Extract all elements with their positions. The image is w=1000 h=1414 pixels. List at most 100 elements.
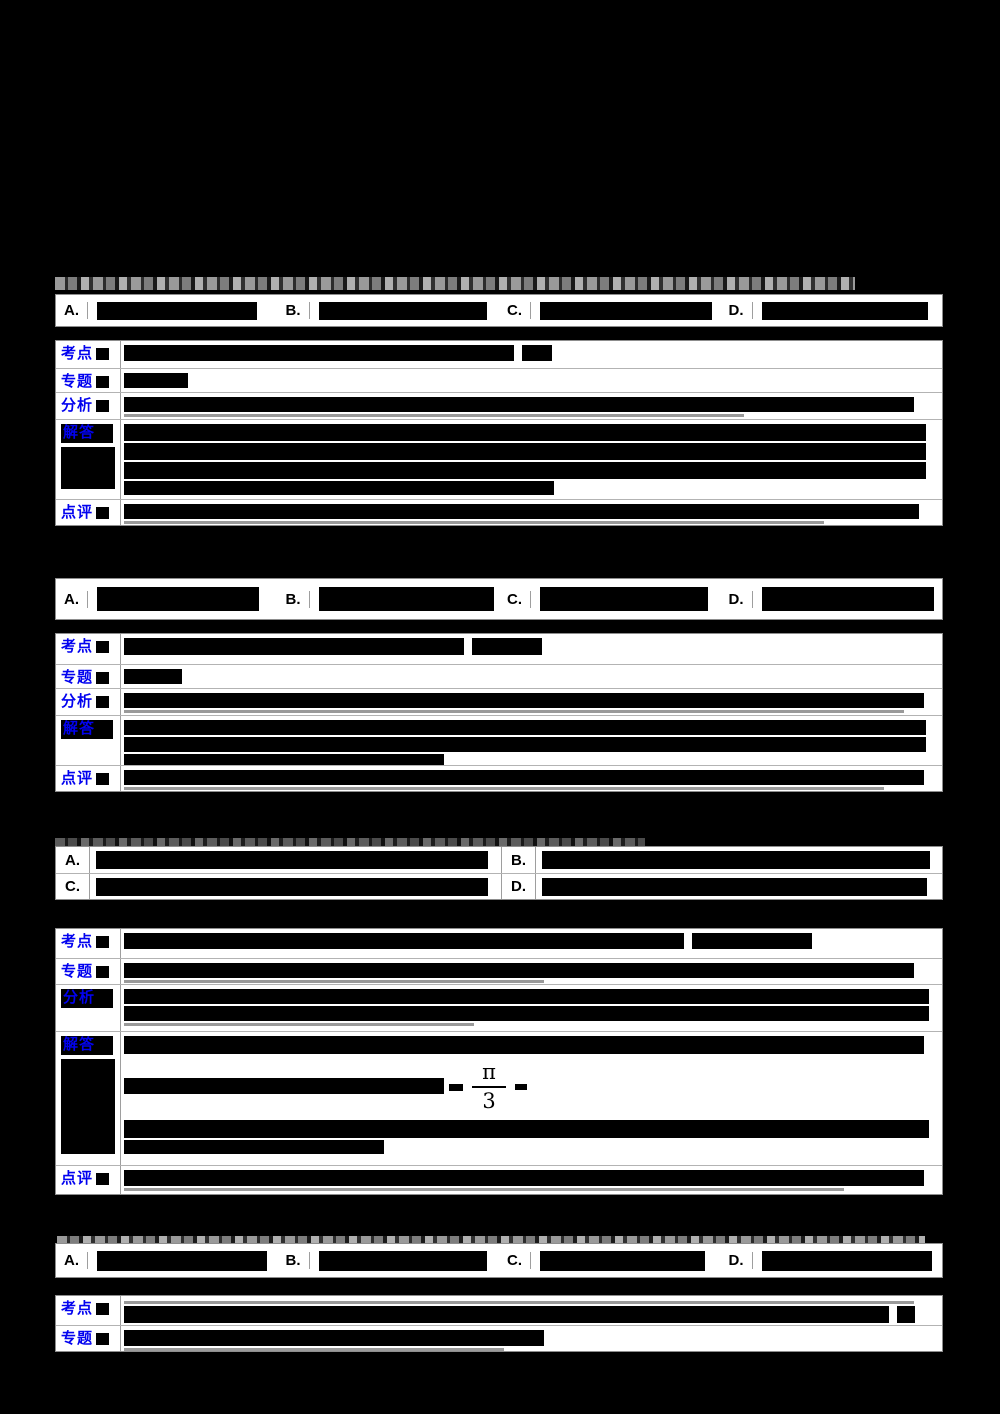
label-cell: 解答: [56, 1032, 121, 1165]
redacted-text: [124, 373, 188, 388]
fraction-pi-over-3: π 3: [468, 1060, 510, 1114]
equals-smudge: [449, 1083, 463, 1091]
option-c-letter: C.: [505, 1252, 531, 1269]
zhuanti-label: 专题: [61, 669, 94, 686]
redacted-text: [761, 1250, 932, 1271]
label-cell: 考点: [56, 929, 121, 958]
row-jieda: 解答 π 3: [56, 1031, 942, 1165]
fenxi-label: 分析: [61, 397, 94, 414]
option-a: A.: [56, 295, 278, 326]
label-cell: 点评: [56, 500, 121, 525]
redacted-text: [522, 345, 552, 361]
zhuanti-label: 专题: [61, 963, 94, 980]
option-c-letter: C.: [56, 874, 90, 899]
redacted-text: [540, 587, 708, 611]
colon-smudge: [96, 696, 110, 709]
redacted-text: [97, 1250, 267, 1271]
redacted-text: [124, 1306, 889, 1323]
option-d: D.: [721, 295, 943, 326]
kaodian-label: 考点: [61, 345, 94, 362]
question-stem-redacted: [55, 277, 855, 290]
row-fenxi: 分析: [56, 984, 942, 1031]
label-cell: 分析: [56, 393, 121, 419]
fraction-denominator: 3: [482, 1089, 496, 1113]
content-cell: π 3: [121, 1032, 942, 1165]
option-a-letter: A.: [62, 1252, 88, 1269]
label-cell: 专题: [56, 369, 121, 392]
colon-smudge: [96, 1333, 110, 1346]
option-b: B.: [278, 579, 500, 619]
redacted-text: [124, 754, 444, 765]
redacted-text: [124, 933, 684, 949]
label-cell: 专题: [56, 959, 121, 984]
redacted-text: [124, 345, 514, 361]
redacted-text-faint: [124, 980, 544, 983]
redacted-text: [542, 851, 930, 869]
choice-grid: A. B. C. D.: [55, 846, 943, 900]
redacted-text: [540, 1250, 705, 1271]
row-kaodian: 考点: [56, 634, 942, 664]
redacted-text: [124, 1170, 924, 1186]
choice-row-4: A. B. C. D.: [55, 1243, 943, 1278]
dianping-label: 点评: [61, 504, 94, 521]
row-zhuanti: 专题: [56, 368, 942, 392]
row-zhuanti: 专题: [56, 958, 942, 984]
dianping-label: 点评: [61, 770, 94, 787]
content-cell: [121, 665, 942, 688]
solution-table-2: 考点 专题 分析 解答: [55, 633, 943, 792]
redacted-text: [97, 301, 257, 320]
option-c: C.: [499, 295, 721, 326]
redacted-text: [124, 1036, 924, 1054]
row-fenxi: 分析: [56, 688, 942, 715]
label-cell: 解答: [56, 716, 121, 765]
label-cell: 分析: [56, 689, 121, 715]
redacted-text: [61, 446, 115, 489]
fraction-bar: [472, 1086, 506, 1088]
content-cell: [121, 1326, 942, 1351]
content-cell: [121, 393, 942, 419]
redacted-text: [124, 1120, 929, 1138]
redacted-text: [124, 443, 926, 460]
redacted-text: [318, 301, 487, 320]
row-kaodian: 考点: [56, 929, 942, 958]
row-zhuanti: 专题: [56, 664, 942, 688]
redacted-text: [124, 397, 914, 412]
redacted-text: [61, 1058, 115, 1154]
colon-smudge: [96, 641, 110, 654]
redacted-text: [124, 504, 919, 519]
label-cell: 点评: [56, 766, 121, 791]
redacted-text-faint: [124, 521, 824, 524]
redacted-text-faint: [124, 1188, 844, 1191]
redacted-text: [124, 693, 924, 708]
label-cell: 点评: [56, 1166, 121, 1194]
solution-table-3: 考点 专题 分析: [55, 928, 943, 1195]
option-b-letter: B.: [284, 590, 310, 608]
option-c: C.: [499, 579, 721, 619]
colon-smudge: [96, 1173, 110, 1186]
redacted-text: [96, 851, 488, 869]
fraction-numerator: π: [482, 1060, 496, 1084]
content-cell: [121, 985, 942, 1031]
option-d: D.: [721, 1244, 943, 1277]
redacted-text: [472, 638, 542, 655]
option-d-letter: D.: [502, 874, 536, 899]
redacted-text: [97, 587, 259, 611]
label-cell: 考点: [56, 341, 121, 368]
zhuanti-label: 专题: [61, 1330, 94, 1347]
content-cell: [121, 634, 942, 664]
colon-smudge: [96, 966, 110, 979]
redacted-text: [124, 481, 554, 495]
content-cell: [121, 420, 942, 499]
row-jieda: 解答: [56, 419, 942, 499]
jieda-label: 解答: [63, 424, 96, 441]
content-cell: [121, 1296, 942, 1325]
option-a: A.: [56, 579, 278, 619]
colon-smudge: [96, 348, 110, 361]
row-dianping: 点评: [56, 1165, 942, 1194]
redacted-text-faint: [124, 414, 744, 417]
colon-smudge: [98, 723, 112, 736]
option-b-letter: B.: [502, 847, 536, 873]
redacted-text: [124, 462, 926, 479]
option-c-letter: C.: [505, 590, 531, 608]
